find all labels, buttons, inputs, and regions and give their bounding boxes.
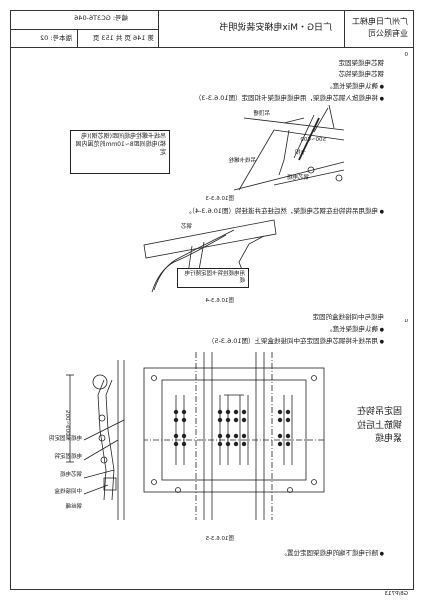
footer-number: G8/P713 (384, 591, 408, 597)
bottom-bullet: 随行电缆下端的电缆架固定位置。 (281, 549, 384, 558)
fig3-label-2: 电缆固定钩 (54, 454, 82, 460)
fig3-dim-label: 500~600 (66, 410, 72, 436)
fig3-label-4: 中间接线盒 (54, 489, 82, 495)
fig3-label-3: 钢芯电缆 (59, 472, 82, 478)
fig3-label-5: 钢丝绳 (65, 504, 82, 510)
fig3-side-note: 固定吊钩在钢筋上后拉紧电缆 (356, 407, 402, 444)
fig3-label-1: 电缆架固定钩 (48, 436, 82, 442)
fig3-caption: 图10.6.3-5 (205, 536, 234, 542)
